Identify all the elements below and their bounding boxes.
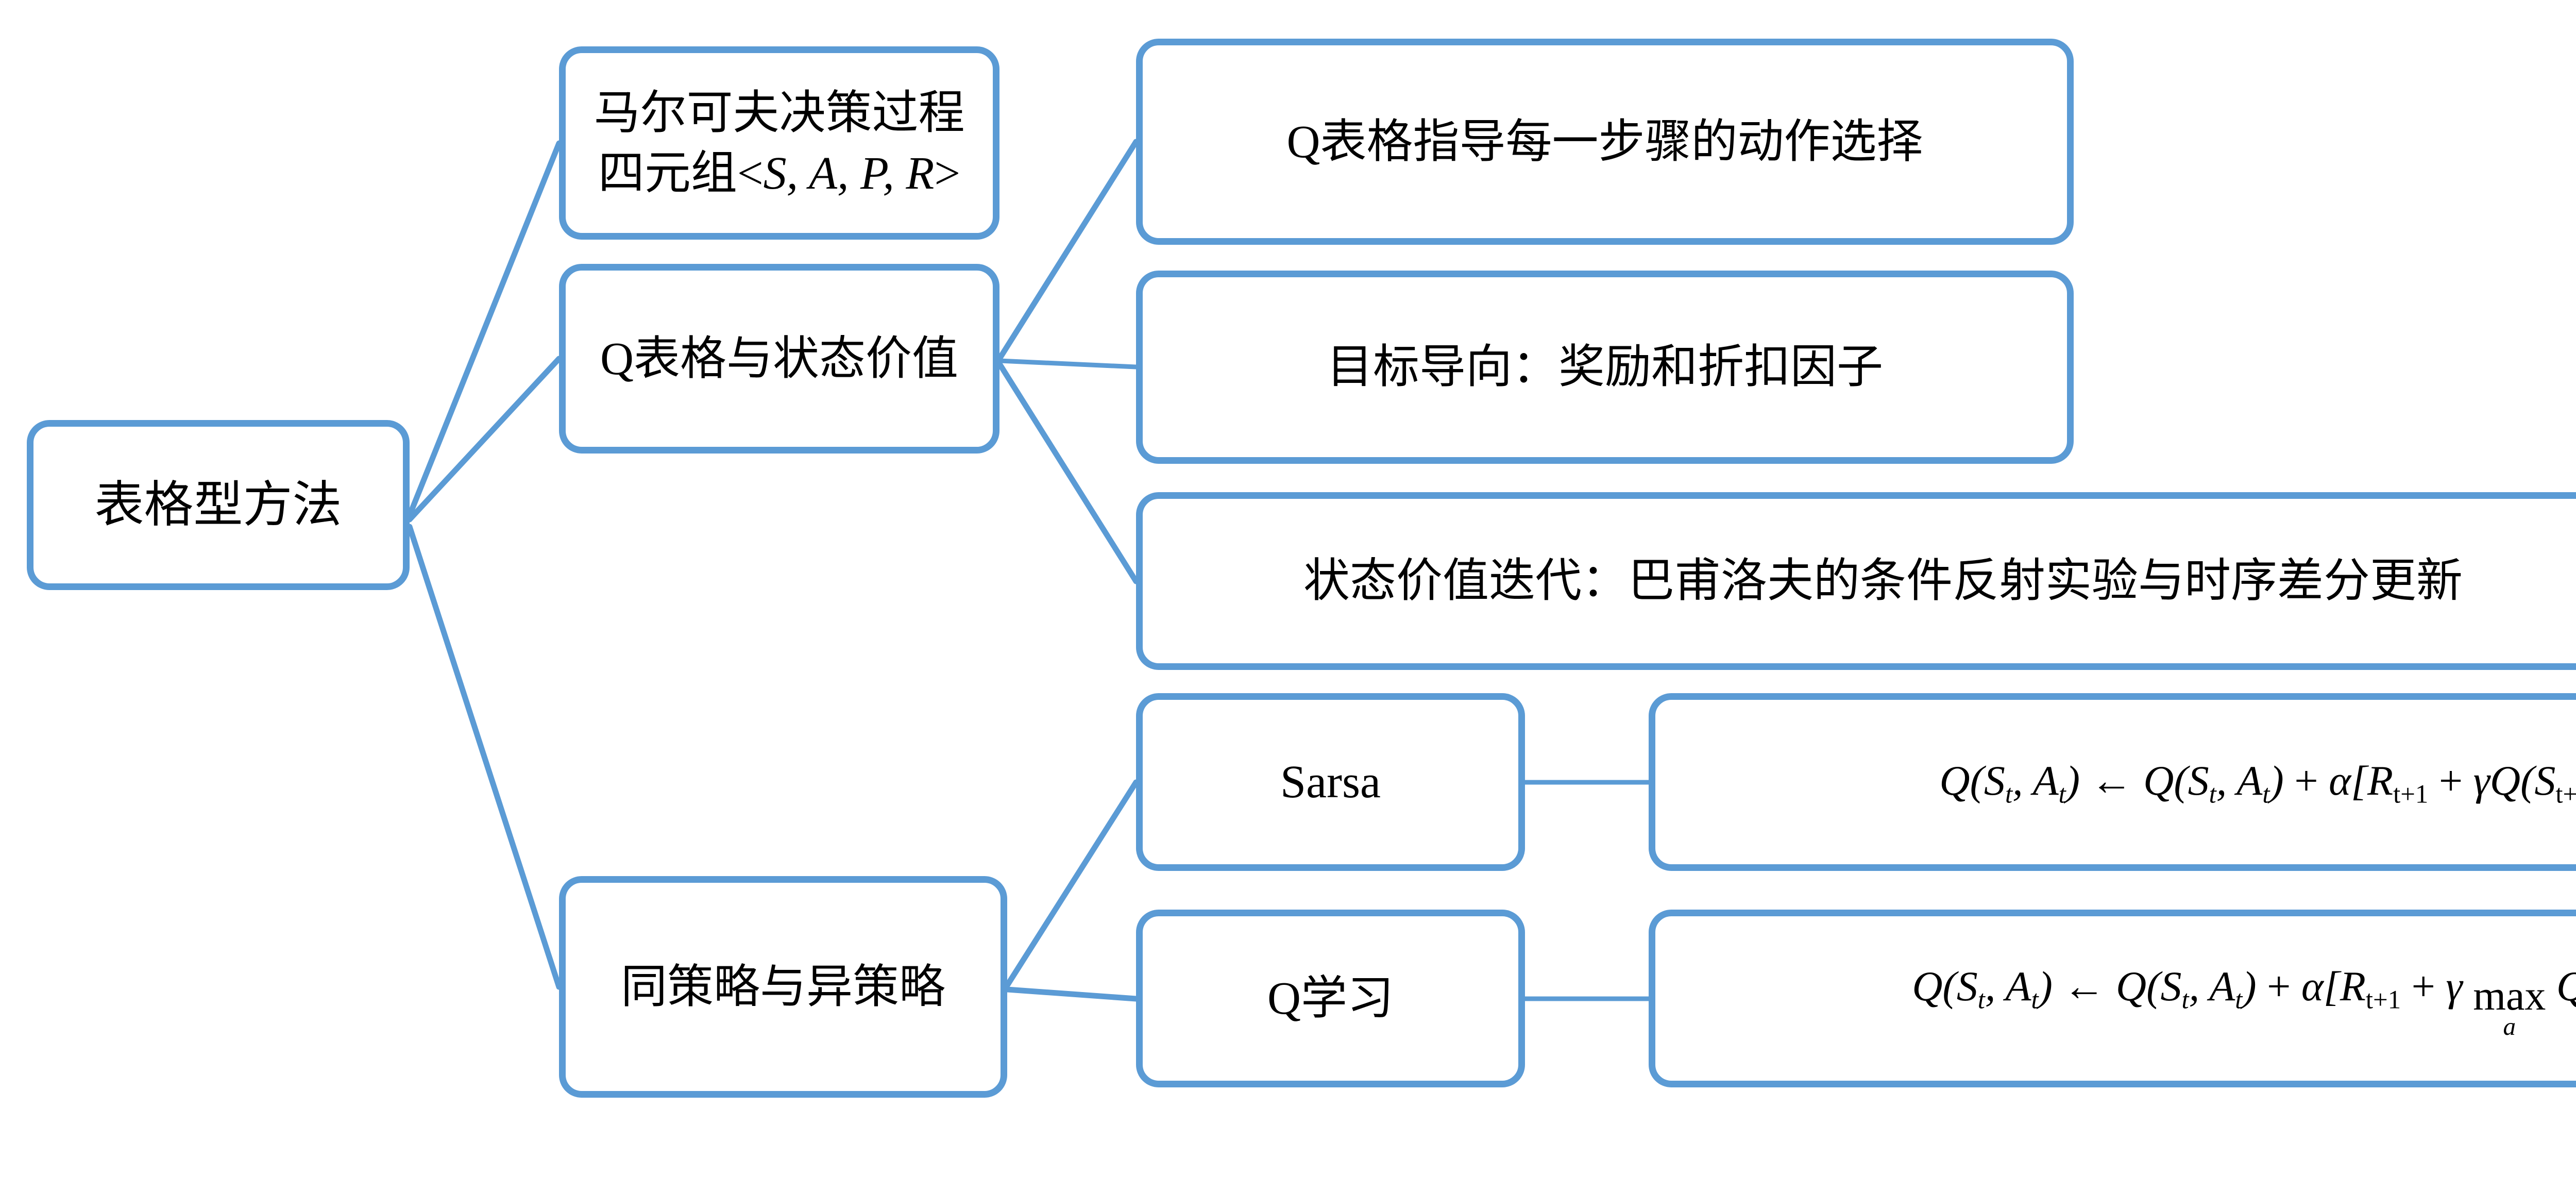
edge-policy-to-qlearn (1004, 986, 1139, 1002)
node-policy-label: 同策略与异策略 (621, 961, 945, 1013)
node-qlearn-label: Q学习 (1267, 973, 1394, 1024)
node-root-label: 表格型方法 (94, 477, 342, 532)
node-sarsa-label: Sarsa (1280, 757, 1381, 808)
node-r1-label: Q表格指导每一步骤的动作选择 (1286, 116, 1923, 167)
edge-policy-to-sarsa (1004, 779, 1139, 988)
node-sarsa[interactable]: Sarsa (1136, 693, 1525, 871)
node-r2-label: 目标导向：奖励和折扣因子 (1327, 342, 1883, 393)
node-root-tabular-methods[interactable]: 表格型方法 (27, 420, 410, 590)
formula-sarsa-expression: Q(St, At) ← Q(St, At) + α[Rt+1 + γQ(St+1… (1939, 757, 2576, 809)
node-formula-sarsa-update[interactable]: Q(St, At) ← Q(St, At) + α[Rt+1 + γQ(St+1… (1649, 693, 2576, 871)
node-on-policy-off-policy[interactable]: 同策略与异策略 (559, 876, 1007, 1098)
node-qtable-label: Q表格与状态价值 (600, 333, 958, 384)
edge-qtable-to-r1 (996, 139, 1139, 362)
node-q-learning[interactable]: Q学习 (1136, 910, 1525, 1087)
node-mdp-line1: 马尔可夫决策过程四 (594, 87, 965, 199)
node-mdp-line2-suffix: > (934, 147, 961, 199)
node-q-table-and-state-value[interactable]: Q表格与状态价值 (559, 264, 999, 454)
node-state-value-iteration-pavlov-td[interactable]: 状态价值迭代：巴甫洛夫的条件反射实验与时序差分更新 (1136, 492, 2576, 670)
node-r3-label: 状态价值迭代：巴甫洛夫的条件反射实验与时序差分更新 (1303, 556, 2463, 607)
edge-root-to-policy (406, 524, 562, 990)
node-mdp-label: 马尔可夫决策过程四元组<S, A, P, R> (579, 83, 979, 204)
edge-root-to-qtable (406, 356, 562, 523)
edge-qtable-to-r3 (996, 361, 1139, 584)
node-mdp-tuple-symbols: S, A, P, R (763, 147, 935, 199)
edge-qtable-to-r2 (997, 358, 1139, 370)
edge-root-to-mdp (406, 140, 562, 518)
node-mdp-line2-prefix: 元组< (644, 147, 764, 199)
node-mdp-tuple[interactable]: 马尔可夫决策过程四元组<S, A, P, R> (559, 46, 999, 240)
node-qtable-guides-action-selection[interactable]: Q表格指导每一步骤的动作选择 (1136, 39, 2074, 245)
node-goal-oriented-reward-discount[interactable]: 目标导向：奖励和折扣因子 (1136, 271, 2074, 464)
